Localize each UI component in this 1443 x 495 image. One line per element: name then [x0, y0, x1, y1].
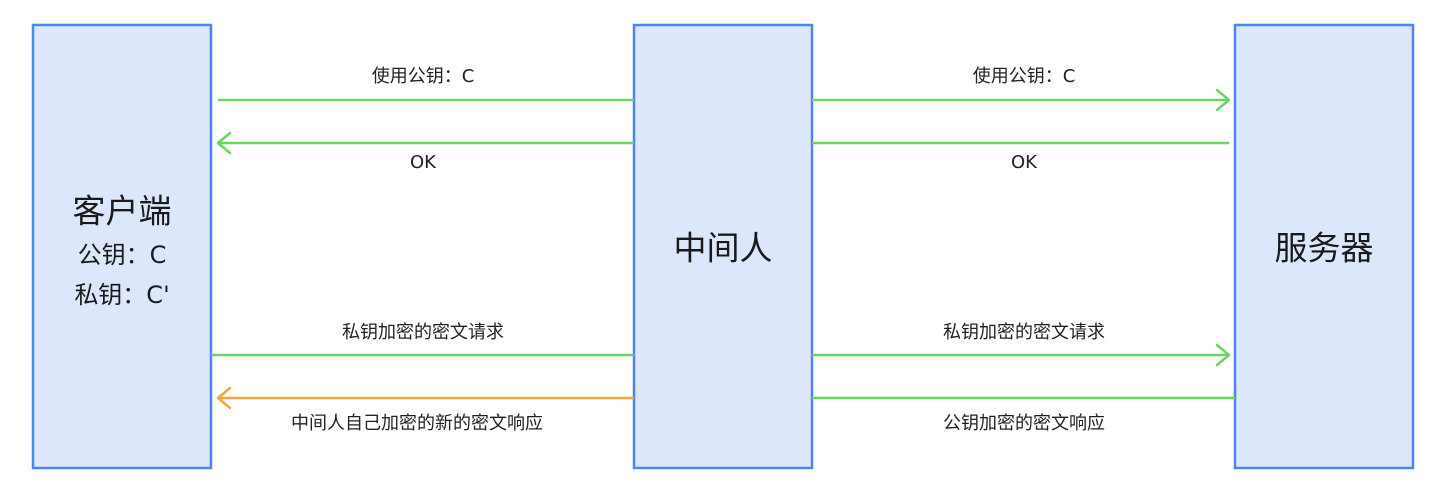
label-mitm-to-client-ok: OK — [410, 152, 437, 173]
server-box: 服务器 — [1233, 23, 1415, 470]
arrow-client-to-mitm-request: 私钥加密的密文请求 — [211, 322, 634, 357]
arrow-mitm-to-server-pubkey: 使用公钥：C — [812, 66, 1231, 112]
client-box: 客户端 公钥：C 私钥：C' — [31, 23, 213, 470]
label-mitm-to-server-request: 私钥加密的密文请求 — [943, 322, 1105, 343]
arrow-mitm-to-client-response: 中间人自己加密的新的密文响应 — [216, 386, 634, 434]
client-private-key: 私钥：C' — [74, 281, 169, 309]
arrowhead-right — [1215, 88, 1231, 112]
arrow-mitm-to-client-ok: OK — [216, 131, 634, 173]
label-client-to-mitm-pubkey: 使用公钥：C — [372, 66, 475, 87]
mitm-box-rect — [632, 23, 814, 470]
arrowhead-right — [1215, 343, 1231, 367]
client-public-key: 公钥：C — [78, 241, 167, 269]
label-client-to-mitm-request: 私钥加密的密文请求 — [342, 322, 504, 343]
server-title: 服务器 — [1275, 229, 1374, 268]
arrowhead-left — [216, 131, 232, 155]
client-box-rect — [31, 23, 213, 470]
arrowhead-left — [216, 386, 232, 410]
label-server-to-mitm-response: 公钥加密的密文响应 — [943, 413, 1105, 434]
arrow-server-to-mitm-ok: OK — [812, 141, 1229, 173]
label-server-to-mitm-ok: OK — [1011, 152, 1038, 173]
arrow-mitm-to-server-request: 私钥加密的密文请求 — [812, 322, 1231, 367]
client-title: 客户端 — [73, 192, 172, 231]
arrow-client-to-mitm-pubkey: 使用公钥：C — [218, 66, 634, 102]
arrow-server-to-mitm-response: 公钥加密的密文响应 — [812, 396, 1235, 434]
label-mitm-to-client-response: 中间人自己加密的新的密文响应 — [291, 413, 543, 434]
label-mitm-to-server-pubkey: 使用公钥：C — [973, 66, 1076, 87]
mitm-title: 中间人 — [674, 229, 773, 268]
mitm-box: 中间人 — [632, 23, 814, 470]
server-box-rect — [1233, 23, 1415, 470]
